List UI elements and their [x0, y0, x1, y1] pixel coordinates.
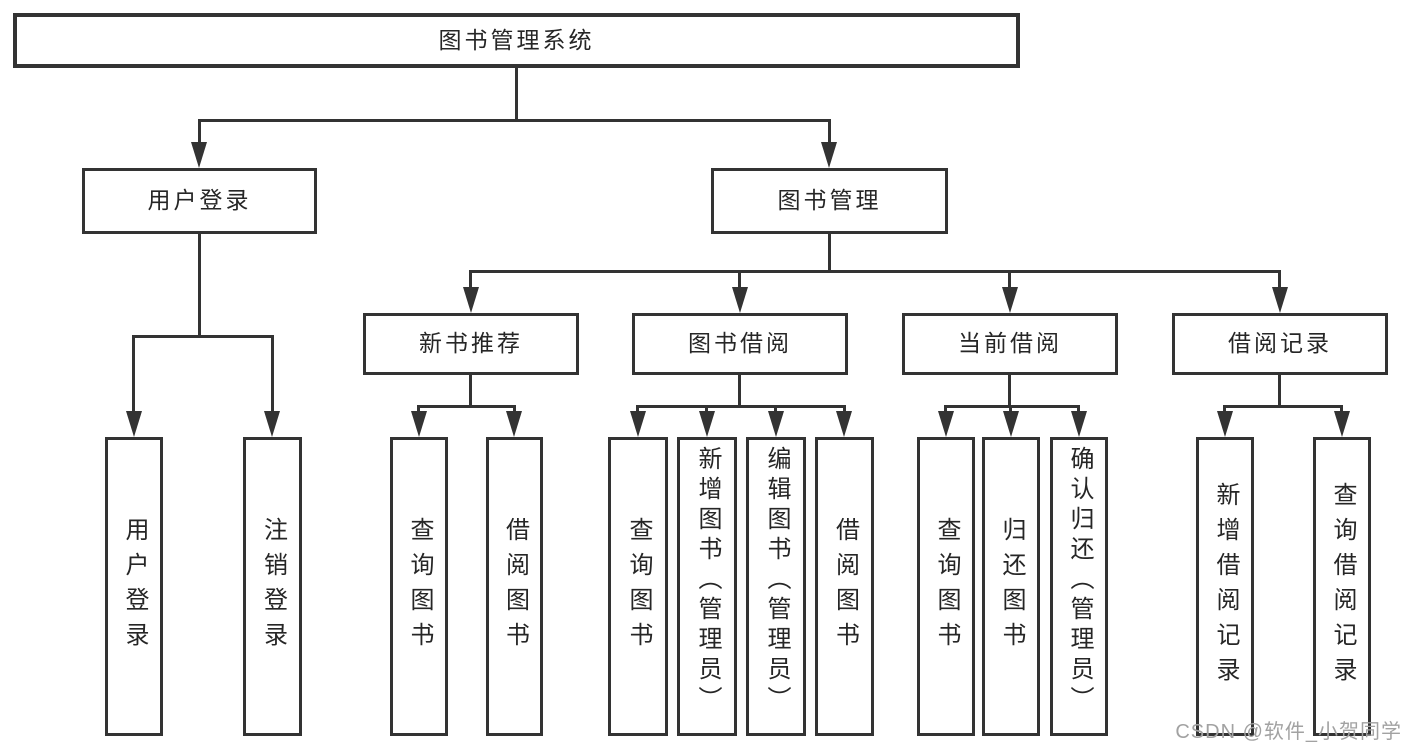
node-book-borrow-label: 图书借阅 — [688, 330, 792, 357]
node-new-book-recommend-label: 新书推荐 — [419, 330, 523, 357]
connector-line — [1278, 375, 1281, 408]
connector-line — [828, 119, 831, 145]
leaf-user-login: 用户登录 — [105, 437, 163, 736]
connector-arrowhead — [1002, 287, 1018, 313]
leaf-borrow-book: 借阅图书 — [815, 437, 874, 736]
node-root-label: 图书管理系统 — [438, 26, 595, 53]
connector-arrowhead — [630, 411, 646, 437]
leaf-query-book-current-label: 查询图书 — [933, 516, 960, 657]
connector-arrowhead — [1217, 411, 1233, 437]
connector-arrowhead — [1071, 411, 1087, 437]
leaf-confirm-return-admin-label: 确认归还（管理员） — [1066, 446, 1093, 716]
connector-line — [828, 234, 831, 272]
connector-line — [1009, 405, 1012, 413]
connector-line — [738, 375, 741, 408]
leaf-query-book-borrow: 查询图书 — [608, 437, 668, 736]
leaf-user-login-label: 用户登录 — [121, 516, 148, 657]
leaf-add-borrow-record: 新增借阅记录 — [1196, 437, 1254, 736]
connector-line — [271, 335, 274, 413]
node-current-borrow: 当前借阅 — [902, 313, 1118, 375]
connector-line — [513, 405, 516, 413]
connector-line — [132, 335, 274, 338]
connector-line — [515, 68, 518, 121]
connector-line — [417, 405, 516, 408]
connector-line — [1223, 405, 1343, 408]
connector-arrowhead — [506, 411, 522, 437]
leaf-query-book-borrow-label: 查询图书 — [625, 516, 652, 657]
leaf-query-book-recommend: 查询图书 — [390, 437, 448, 736]
connector-arrowhead — [1334, 411, 1350, 437]
node-user-login-label: 用户登录 — [147, 187, 252, 214]
connector-line — [636, 405, 846, 408]
leaf-borrow-book-label: 借阅图书 — [831, 516, 859, 657]
connector-arrowhead — [699, 411, 715, 437]
node-new-book-recommend: 新书推荐 — [363, 313, 579, 375]
node-book-management-label: 图书管理 — [777, 187, 882, 214]
connector-arrowhead — [264, 411, 280, 437]
leaf-add-book-admin-label: 新增图书（管理员） — [694, 446, 721, 716]
connector-arrowhead — [836, 411, 852, 437]
connector-line — [198, 119, 201, 145]
leaf-add-borrow-record-label: 新增借阅记录 — [1212, 481, 1239, 692]
node-book-management: 图书管理 — [711, 168, 948, 234]
connector-arrowhead — [126, 411, 142, 437]
node-root: 图书管理系统 — [13, 13, 1020, 68]
connector-line — [705, 405, 708, 413]
connector-line — [738, 270, 741, 289]
connector-line — [417, 405, 420, 413]
connector-line — [1340, 405, 1343, 413]
connector-arrowhead — [938, 411, 954, 437]
connector-line — [1223, 405, 1226, 413]
connector-line — [774, 405, 777, 413]
connector-line — [1008, 375, 1011, 408]
leaf-borrow-book-recommend-label: 借阅图书 — [501, 516, 529, 657]
connector-line — [1077, 405, 1080, 413]
connector-line — [469, 270, 472, 289]
connector-line — [198, 234, 201, 337]
connector-line — [469, 270, 1281, 273]
connector-line — [1008, 270, 1011, 289]
leaf-query-book-recommend-label: 查询图书 — [406, 516, 433, 657]
leaf-edit-book-admin-label: 编辑图书（管理员） — [763, 446, 790, 716]
leaf-query-borrow-record: 查询借阅记录 — [1313, 437, 1371, 736]
connector-arrowhead — [463, 287, 479, 313]
connector-arrowhead — [1272, 287, 1288, 313]
leaf-logout-login: 注销登录 — [243, 437, 302, 736]
connector-line — [944, 405, 1080, 408]
connector-arrowhead — [768, 411, 784, 437]
connector-arrowhead — [732, 287, 748, 313]
node-current-borrow-label: 当前借阅 — [958, 330, 1062, 357]
leaf-borrow-book-recommend: 借阅图书 — [486, 437, 543, 736]
connector-line — [1278, 270, 1281, 289]
leaf-logout-login-label: 注销登录 — [259, 516, 287, 657]
connector-line — [944, 405, 947, 413]
leaf-return-book: 归还图书 — [982, 437, 1040, 736]
connector-arrowhead — [821, 142, 837, 168]
leaf-return-book-label: 归还图书 — [998, 516, 1025, 657]
leaf-query-book-current: 查询图书 — [917, 437, 975, 736]
connector-line — [843, 405, 846, 413]
connector-line — [198, 119, 831, 122]
node-user-login: 用户登录 — [82, 168, 317, 234]
connector-line — [469, 375, 472, 408]
node-borrow-records: 借阅记录 — [1172, 313, 1388, 375]
connector-arrowhead — [411, 411, 427, 437]
leaf-confirm-return-admin: 确认归还（管理员） — [1050, 437, 1108, 736]
node-borrow-records-label: 借阅记录 — [1228, 330, 1332, 357]
leaf-query-borrow-record-label: 查询借阅记录 — [1329, 481, 1356, 692]
connector-arrowhead — [1003, 411, 1019, 437]
connector-line — [132, 335, 135, 413]
leaf-add-book-admin: 新增图书（管理员） — [677, 437, 737, 736]
watermark-text: CSDN @软件_小贺同学 — [1175, 721, 1402, 743]
connector-line — [636, 405, 639, 413]
leaf-edit-book-admin: 编辑图书（管理员） — [746, 437, 806, 736]
connector-arrowhead — [191, 142, 207, 168]
node-book-borrow: 图书借阅 — [632, 313, 848, 375]
